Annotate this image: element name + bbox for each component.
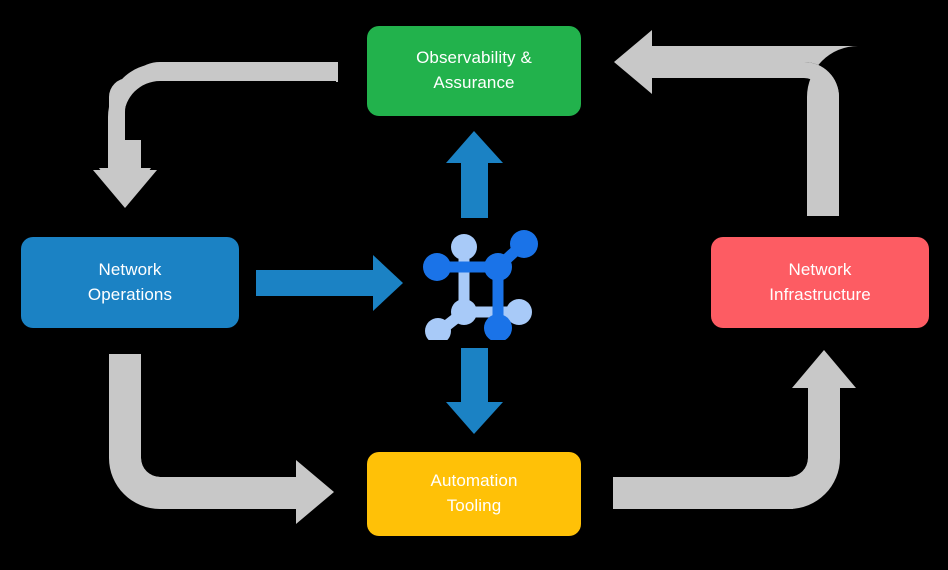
arrow-center-to-observability-group — [446, 131, 503, 218]
node-box-observability[interactable]: Observability & Assurance — [367, 26, 581, 116]
arrow-center-to-automation-group — [446, 348, 503, 434]
arrow-operations-to-automation-group — [109, 354, 334, 524]
arrow-automation-to-infrastructure-group — [613, 350, 856, 509]
arrow-observability-to-operations-group — [99, 62, 338, 206]
arrow-infrastructure-to-observability-group — [614, 30, 858, 216]
node-box-network-infrastructure[interactable]: Network Infrastructure — [711, 237, 929, 328]
node-box-automation-tooling[interactable]: Automation Tooling — [367, 452, 581, 536]
arrow-operations-to-center-group — [256, 255, 403, 311]
node-box-network-operations[interactable]: Network Operations — [21, 237, 239, 328]
